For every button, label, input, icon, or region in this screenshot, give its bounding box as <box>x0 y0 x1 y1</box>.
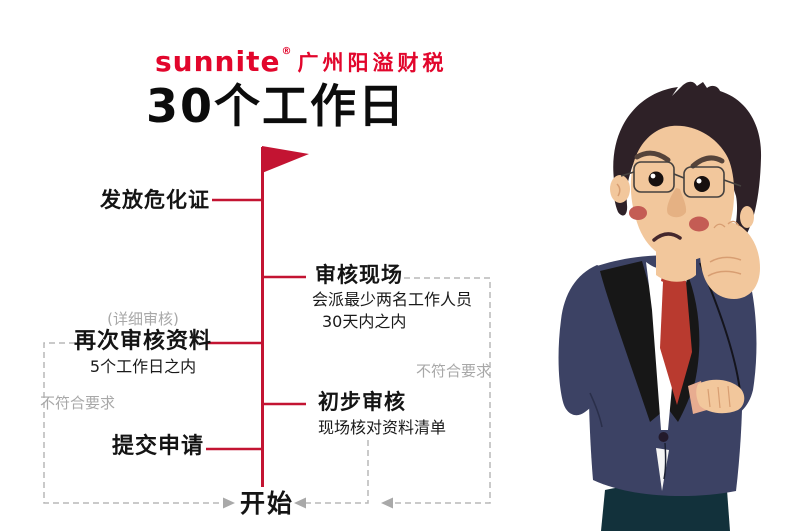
arrow-left-icon <box>294 497 306 509</box>
step-site-audit-detail1: 会派最少两名工作人员 <box>312 290 473 309</box>
step-second-review-note: (详细审核) <box>107 310 179 328</box>
registered-mark: ® <box>281 46 292 57</box>
fail-label-left: 不符合要求 <box>40 394 116 412</box>
company-name: 广州阳溢财税 <box>297 51 448 75</box>
brand-logo: sunnite ® 广州阳溢财税 <box>155 45 448 78</box>
arrow-icons <box>223 497 393 509</box>
step-preliminary-review-detail: 现场核对资料清单 <box>318 418 447 437</box>
fail-path-left <box>43 342 222 504</box>
page-title: 30个工作日 <box>146 79 407 133</box>
thinking-businessman-illustration <box>558 81 762 531</box>
businessman-head <box>610 81 762 299</box>
start-label: 开始 <box>240 489 295 518</box>
step-site-audit: 审核现场 <box>315 263 403 287</box>
arrow-left-icon <box>381 497 393 509</box>
step-second-review: (详细审核) 再次审核资料 5个工作日之内 <box>57 310 229 377</box>
step-issue-license: 发放危化证 <box>100 188 210 212</box>
arrow-right-icon <box>223 497 235 509</box>
fail-path-right <box>392 277 491 504</box>
fail-label-right: 不符合要求 <box>416 362 492 380</box>
fail-paths <box>43 277 491 504</box>
timeline-axis <box>261 146 309 487</box>
step-second-review-label: 再次审核资料 <box>73 329 212 354</box>
glasses-icon <box>620 161 742 198</box>
step-preliminary-review: 初步审核 <box>318 390 406 414</box>
brand-name: sunnite <box>155 45 281 78</box>
connector-lines <box>206 198 306 451</box>
fail-path-middle <box>306 440 369 504</box>
step-site-audit-detail2: 30天内之内 <box>322 312 407 331</box>
step-second-review-detail: 5个工作日之内 <box>89 357 197 376</box>
step-submit-application: 提交申请 <box>111 434 204 459</box>
flag-marker-icon <box>262 146 309 173</box>
